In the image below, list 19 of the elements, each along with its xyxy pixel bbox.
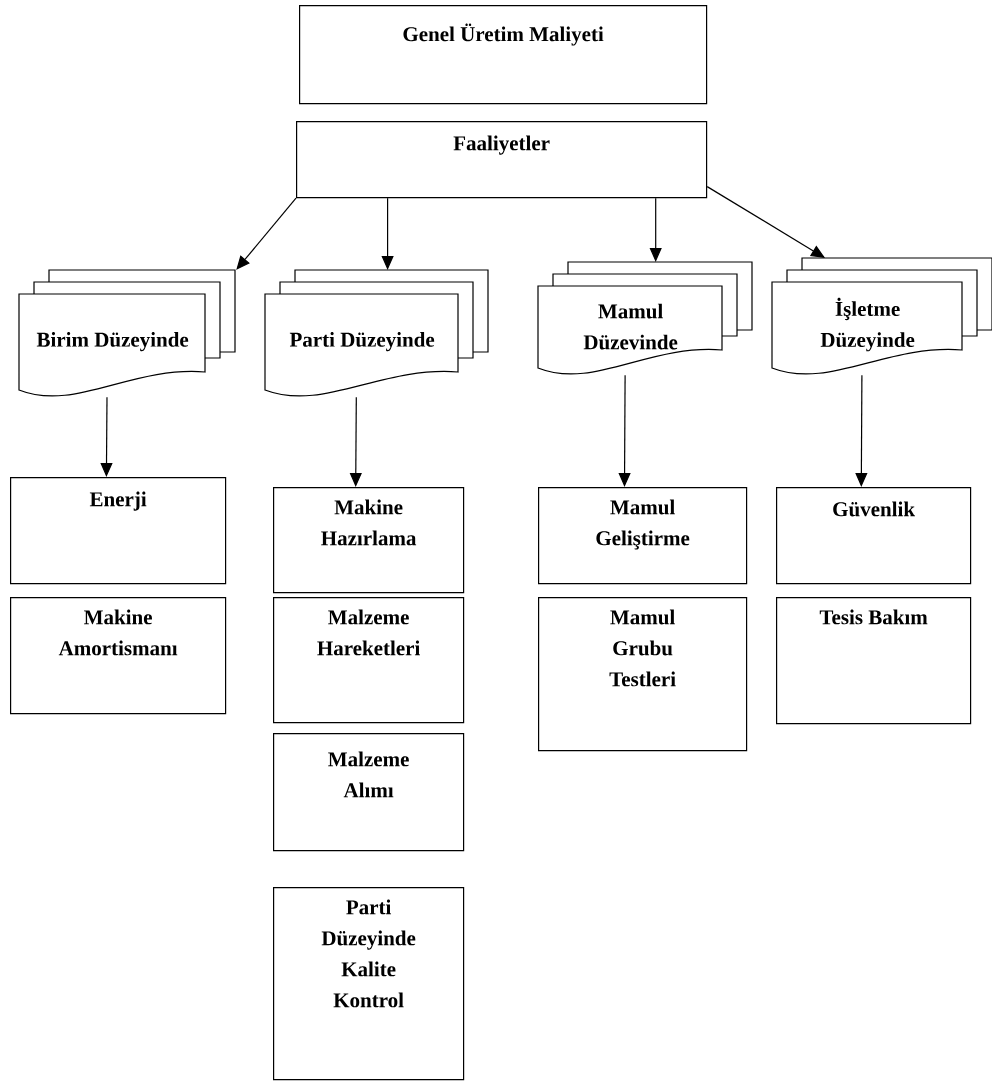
process-box: Mamul Geliştirme: [538, 487, 748, 585]
arrow: [236, 197, 297, 270]
process-box: Makine Amortismanı: [10, 597, 227, 715]
process-box: Malzeme Hareketleri: [273, 597, 465, 724]
process-box: Tesis Bakım: [776, 597, 972, 725]
process-box: Mamul Grubu Testleri: [538, 597, 748, 752]
arrow: [855, 374, 868, 487]
process-box: Enerji: [10, 477, 227, 585]
arrow: [618, 374, 631, 487]
process-box: Faaliyetler: [296, 121, 708, 199]
process-box: Parti Düzeyinde Kalite Kontrol: [273, 887, 465, 1081]
process-box: Genel Üretim Maliyeti: [299, 5, 708, 105]
process-box: Makine Hazırlama: [273, 487, 465, 594]
arrow: [100, 396, 113, 477]
process-box: Malzeme Alımı: [273, 733, 465, 852]
arrow: [349, 396, 362, 487]
process-box: Güvenlik: [776, 487, 972, 585]
arrow: [649, 197, 662, 262]
arrow: [381, 197, 394, 270]
